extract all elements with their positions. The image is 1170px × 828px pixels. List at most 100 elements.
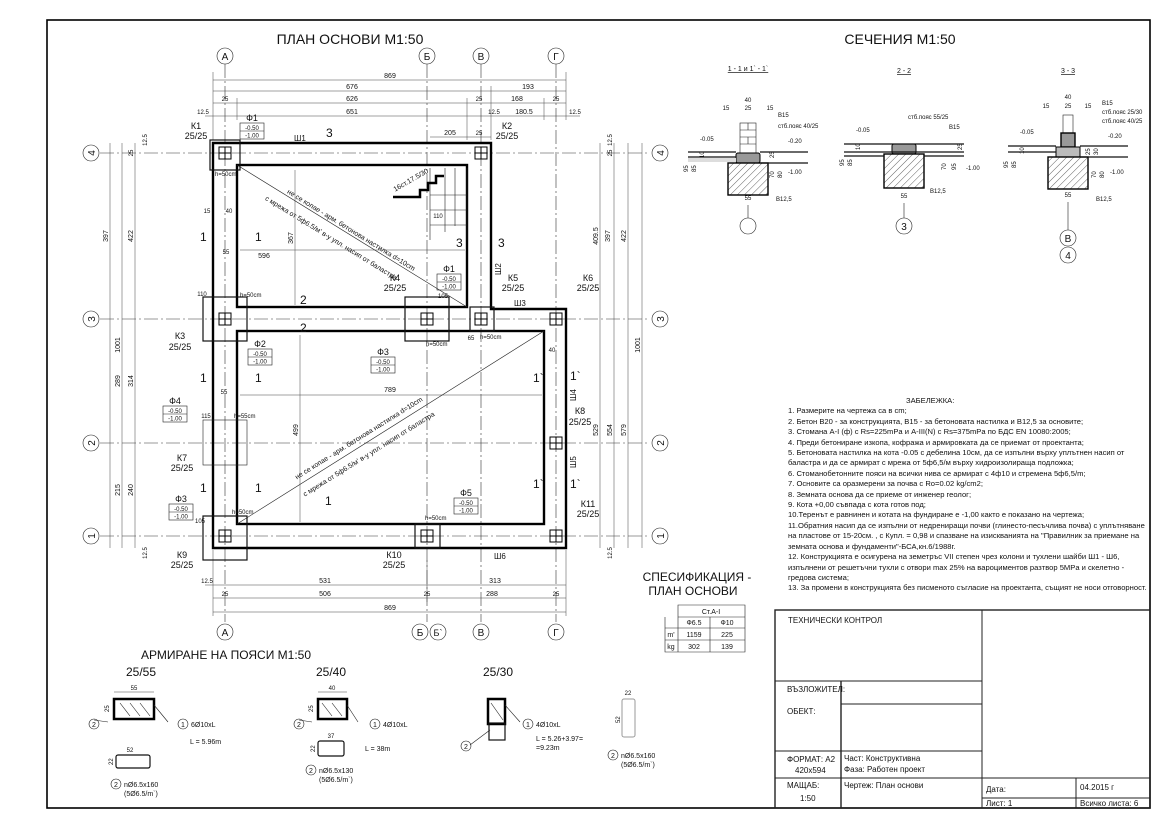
axis-bubble-2-left: 2: [82, 434, 100, 452]
svg-text:15: 15: [767, 106, 774, 112]
svg-text:25/55: 25/55: [126, 665, 156, 679]
svg-text:СПЕСИФИКАЦИЯ -: СПЕСИФИКАЦИЯ -: [643, 570, 752, 584]
svg-text:25/25: 25/25: [384, 283, 407, 293]
svg-text:1: 1: [255, 371, 262, 385]
axis-bubble-g-bottom: Г: [547, 623, 565, 641]
svg-text:ПЛАН ОСНОВИ: ПЛАН ОСНОВИ: [648, 584, 737, 598]
svg-text:2: 2: [300, 293, 307, 307]
svg-text:nØ6.5x160: nØ6.5x160: [124, 782, 158, 789]
svg-text:Ш1: Ш1: [294, 134, 306, 143]
svg-text:240: 240: [128, 484, 135, 496]
svg-text:kg: kg: [667, 644, 675, 651]
svg-text:1: 1: [200, 481, 207, 495]
svg-text:499: 499: [293, 424, 300, 436]
svg-text:Ф1: Ф1: [246, 113, 258, 123]
svg-text:397: 397: [605, 230, 612, 242]
svg-text:12.5: 12.5: [608, 134, 614, 146]
svg-text:80: 80: [778, 171, 784, 178]
columns: [218, 146, 563, 543]
svg-text:25/25: 25/25: [569, 417, 592, 427]
svg-text:40: 40: [329, 686, 336, 692]
column-k8: [549, 436, 563, 450]
svg-text:25: 25: [770, 151, 776, 158]
svg-text:25: 25: [553, 97, 560, 103]
svg-text:3: 3: [498, 236, 505, 250]
foundation-strips: [211, 141, 568, 550]
svg-text:1: 1: [87, 533, 98, 539]
svg-text:-1.00: -1.00: [174, 515, 188, 521]
total-sheets: Всичко листа: 6: [1080, 799, 1139, 808]
svg-text:180.5: 180.5: [515, 109, 533, 116]
svg-text:-1.00: -1.00: [168, 417, 182, 423]
svg-text:К10: К10: [386, 550, 401, 560]
svg-text:22: 22: [625, 691, 632, 697]
svg-text:Ш2: Ш2: [494, 263, 503, 275]
svg-text:869: 869: [384, 73, 396, 80]
svg-text:12.5: 12.5: [201, 579, 213, 585]
svg-text:4Ø10xL: 4Ø10xL: [383, 722, 408, 729]
axis-bubble-1-right: 1: [651, 527, 669, 545]
note-item: 6. Стоманобетонните пояси на всички нива…: [788, 468, 1086, 478]
svg-text:-0.50: -0.50: [376, 360, 390, 366]
svg-text:10: 10: [1020, 147, 1026, 154]
svg-text:(5Ø6.5/m`): (5Ø6.5/m`): [124, 791, 158, 798]
spec-table: [664, 604, 746, 653]
svg-text:B12,5: B12,5: [1096, 197, 1112, 203]
svg-text:-0.05: -0.05: [1020, 130, 1034, 136]
svg-text:-1.00: -1.00: [376, 368, 390, 374]
scale-label: МАЩАБ:: [787, 781, 820, 790]
svg-text:B15: B15: [778, 113, 789, 119]
section-3-3: 3 - 3 40 15 25 15 B15 стб.пояс 25/30 стб…: [1004, 68, 1143, 264]
svg-text:1001: 1001: [635, 337, 642, 353]
svg-text:12.5: 12.5: [143, 547, 149, 559]
svg-text:422: 422: [621, 230, 628, 242]
foundation-plan: ПЛАН ОСНОВИ М1:50 А Б В Г А Б Б` В Г 4 3…: [82, 31, 669, 641]
svg-text:70: 70: [942, 163, 948, 170]
svg-text:2: 2: [92, 722, 96, 729]
svg-text:25/25: 25/25: [502, 283, 525, 293]
svg-text:-1.00: -1.00: [788, 170, 802, 176]
svg-text:25: 25: [222, 592, 229, 598]
svg-text:70: 70: [770, 171, 776, 178]
wall-labels: Ш1 Ш2 Ш3 Ш4 Ш5 Ш6: [294, 134, 578, 561]
svg-text:22: 22: [311, 745, 317, 752]
note-item: 10.Теренът е равнинен и котата на фундир…: [788, 510, 1085, 520]
belt-25-40: 25/40 40 25 2 1 4Ø10xL L = 38m 37 22 2 n…: [293, 665, 408, 784]
svg-text:85: 85: [1012, 161, 1018, 168]
svg-text:К8: К8: [575, 406, 585, 416]
svg-text:397: 397: [103, 230, 110, 242]
svg-text:52: 52: [616, 716, 622, 723]
axis-bubble-3-right: 3: [651, 310, 669, 328]
svg-text:4: 4: [656, 150, 667, 156]
svg-text:m': m': [667, 632, 674, 639]
svg-text:3: 3: [901, 222, 907, 233]
svg-text:289: 289: [115, 375, 122, 387]
svg-text:(5Ø6.5/m`): (5Ø6.5/m`): [621, 762, 655, 769]
svg-text:-0.50: -0.50: [245, 126, 259, 132]
footing-label: Ф1-0.50-1.00: [239, 113, 265, 140]
svg-text:302: 302: [688, 644, 700, 651]
svg-text:70: 70: [1092, 171, 1098, 178]
svg-text:Г: Г: [553, 628, 559, 639]
svg-text:2: 2: [297, 722, 301, 729]
svg-text:стб.пояс 55/25: стб.пояс 55/25: [908, 115, 949, 121]
note-item: 12. Конструкцията е осигурена на земетръ…: [788, 552, 1125, 582]
footing-label: Ф5-0.50-1.00: [453, 488, 479, 515]
top-dimensions: 869 676 193 25 626 25 168 25 12.5 651 12…: [197, 72, 581, 140]
svg-text:nØ6.5x160: nØ6.5x160: [621, 753, 655, 760]
svg-text:531: 531: [319, 578, 331, 585]
svg-text:стб.пояс 40/25: стб.пояс 40/25: [1102, 119, 1143, 125]
svg-text:596: 596: [258, 253, 270, 260]
svg-text:25: 25: [553, 592, 560, 598]
svg-text:25: 25: [105, 705, 111, 712]
svg-text:25: 25: [129, 149, 135, 156]
svg-text:Ф3: Ф3: [175, 494, 187, 504]
svg-text:25: 25: [608, 149, 614, 156]
date-value: 04.2015 г: [1080, 783, 1115, 792]
svg-text:168: 168: [511, 96, 523, 103]
svg-text:529: 529: [593, 424, 600, 436]
svg-text:1159: 1159: [686, 632, 701, 639]
svg-text:Ш6: Ш6: [494, 552, 506, 561]
svg-text:25/30: 25/30: [483, 665, 513, 679]
svg-text:1`: 1`: [533, 371, 544, 385]
